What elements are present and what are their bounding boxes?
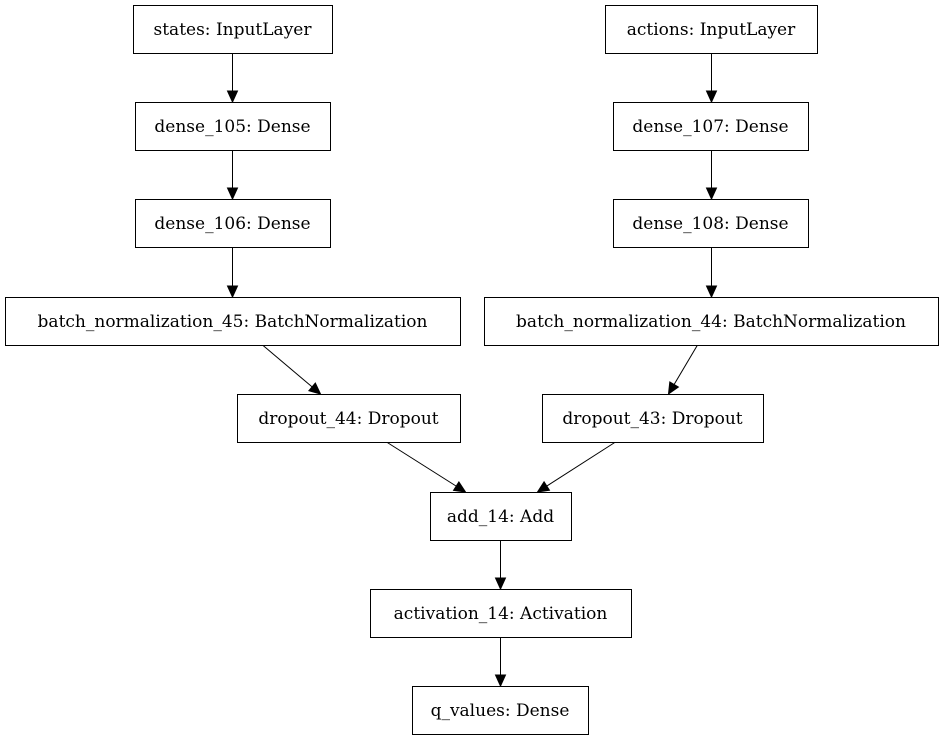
node-box: [605, 5, 818, 54]
node-q-values: q_values: Dense: [412, 686, 589, 735]
arrowhead-icon: [452, 480, 467, 493]
node-box: [5, 297, 461, 346]
node-dense-108: dense_108: Dense: [613, 199, 809, 248]
node-states: states: InputLayer: [133, 5, 333, 54]
node-box: [412, 686, 589, 735]
arrowhead-icon: [226, 285, 239, 299]
edge-bn-45-to-dropout-44: [262, 344, 322, 395]
node-add-14: add_14: Add: [430, 492, 572, 541]
edge-dense-107-to-dense-108: [705, 150, 718, 201]
arrowhead-icon: [226, 187, 239, 201]
node-dropout-43: dropout_43: Dropout: [542, 394, 764, 443]
node-actions: actions: InputLayer: [605, 5, 818, 54]
node-bn-45: batch_normalization_45: BatchNormalizati…: [5, 297, 461, 346]
node-box: [135, 102, 331, 151]
node-box: [370, 589, 632, 638]
node-dropout-44: dropout_44: Dropout: [237, 394, 461, 443]
node-label: dense_107: Dense: [632, 117, 788, 137]
edge-line: [673, 344, 698, 385]
arrowhead-icon: [536, 480, 551, 493]
node-box: [484, 297, 939, 346]
node-label: batch_normalization_45: BatchNormalizati…: [38, 312, 428, 332]
node-label: dense_108: Dense: [632, 214, 788, 234]
node-box: [135, 199, 331, 248]
node-label: actions: InputLayer: [627, 20, 796, 40]
arrowhead-icon: [494, 674, 507, 688]
node-box: [430, 492, 572, 541]
edge-dropout-43-to-add-14: [536, 441, 616, 493]
node-label: dense_106: Dense: [154, 214, 310, 234]
arrowhead-icon: [494, 577, 507, 591]
node-box: [542, 394, 764, 443]
node-activation-14: activation_14: Activation: [370, 589, 632, 638]
node-dense-107: dense_107: Dense: [613, 102, 809, 151]
arrowhead-icon: [226, 90, 239, 104]
edge-dropout-44-to-add-14: [386, 441, 467, 493]
node-label: dropout_43: Dropout: [562, 409, 742, 429]
arrowhead-icon: [705, 285, 718, 299]
edge-line: [386, 441, 457, 487]
node-label: activation_14: Activation: [394, 604, 608, 624]
edge-states-to-dense-105: [226, 53, 239, 104]
node-dense-105: dense_105: Dense: [135, 102, 331, 151]
node-bn-44: batch_normalization_44: BatchNormalizati…: [484, 297, 939, 346]
node-box: [237, 394, 461, 443]
node-box: [613, 199, 809, 248]
arrowhead-icon: [705, 187, 718, 201]
edge-bn-44-to-dropout-43: [667, 344, 698, 396]
edge-dense-108-to-bn-44: [705, 247, 718, 299]
arrowhead-icon: [667, 381, 680, 396]
edge-activation-14-to-q-values: [494, 637, 507, 688]
edge-add-14-to-activation-14: [494, 540, 507, 591]
node-box: [133, 5, 333, 54]
arrowhead-icon: [307, 382, 322, 395]
edge-dense-106-to-bn-45: [226, 247, 239, 299]
node-dense-106: dense_106: Dense: [135, 199, 331, 248]
arrowhead-icon: [705, 90, 718, 104]
node-label: dropout_44: Dropout: [258, 409, 438, 429]
node-label: batch_normalization_44: BatchNormalizati…: [516, 312, 906, 332]
edge-dense-105-to-dense-106: [226, 150, 239, 201]
node-box: [613, 102, 809, 151]
node-label: add_14: Add: [447, 507, 554, 527]
edge-actions-to-dense-107: [705, 53, 718, 104]
node-label: dense_105: Dense: [154, 117, 310, 137]
edge-line: [546, 441, 616, 487]
edge-line: [262, 344, 313, 388]
node-label: q_values: Dense: [431, 701, 570, 721]
node-label: states: InputLayer: [154, 20, 313, 40]
